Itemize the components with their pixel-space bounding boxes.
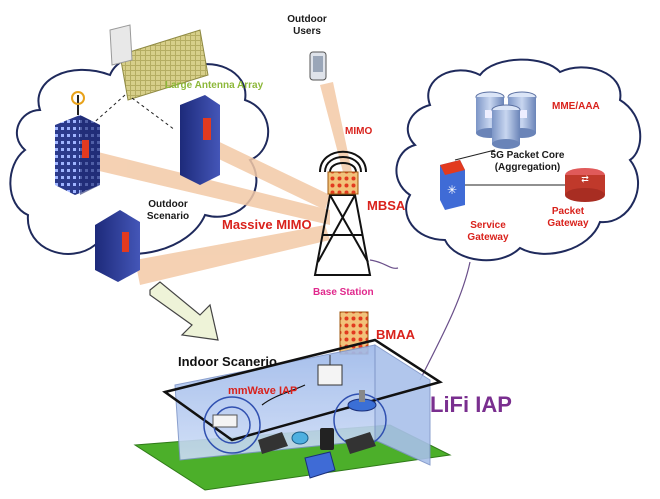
tower-icon xyxy=(313,150,372,276)
label-large-antenna-array: Large Antenna Array xyxy=(165,80,264,91)
label-mme-aaa: MME/AAA xyxy=(552,101,600,112)
antenna-array-icon xyxy=(327,171,359,195)
arrow-icon xyxy=(261,384,306,406)
arrow-icon xyxy=(149,281,219,341)
switch-icon xyxy=(304,451,336,479)
label-lifi-iap: LiFi IAP xyxy=(430,392,512,417)
label-outdoor-users: Outdoor Users xyxy=(287,14,327,37)
svg-text:⇄: ⇄ xyxy=(581,174,589,184)
switch-icon: ✳ xyxy=(440,160,465,210)
backhaul-link xyxy=(369,259,399,269)
phone-icon xyxy=(320,428,334,450)
label-base-station: Base Station xyxy=(313,287,374,298)
label-packet-core: 5G Packet Core (Aggregation) xyxy=(490,150,565,173)
antenna-array-icon xyxy=(109,24,209,101)
phone-icon xyxy=(309,51,327,81)
svg-text:✳: ✳ xyxy=(447,183,457,197)
backhaul-link xyxy=(419,261,471,381)
laptop-icon xyxy=(258,432,288,454)
laptop-icon xyxy=(345,432,376,454)
server-icon xyxy=(491,104,521,149)
label-mmwave-iap: mmWave IAP xyxy=(228,385,298,397)
building-icon xyxy=(180,95,220,185)
core-link xyxy=(454,149,496,161)
building-icon xyxy=(55,91,100,195)
wifi-router-icon xyxy=(317,355,343,386)
router-icon: ⇄ xyxy=(565,168,605,202)
label-massive-mimo: Massive MIMO xyxy=(222,217,312,232)
label-outdoor-scenario: Outdoor Scenario xyxy=(146,199,190,222)
label-mimo: MIMO xyxy=(345,126,373,137)
label-indoor-scenario: Indoor Scanerio xyxy=(178,354,277,369)
label-packet-gateway: Packet Gateway xyxy=(547,206,589,229)
core-cloud xyxy=(395,58,642,262)
lifi-lamp-icon xyxy=(347,390,377,412)
beams xyxy=(90,82,352,285)
label-mbsa: MBSA xyxy=(367,198,406,213)
wifi-router-icon xyxy=(212,414,238,428)
dashed-line xyxy=(131,97,176,131)
device-icon xyxy=(291,431,309,445)
label-bmaa: BMAA xyxy=(376,327,415,342)
building-icon xyxy=(95,210,140,282)
label-service-gateway: Service Gateway xyxy=(467,220,509,243)
